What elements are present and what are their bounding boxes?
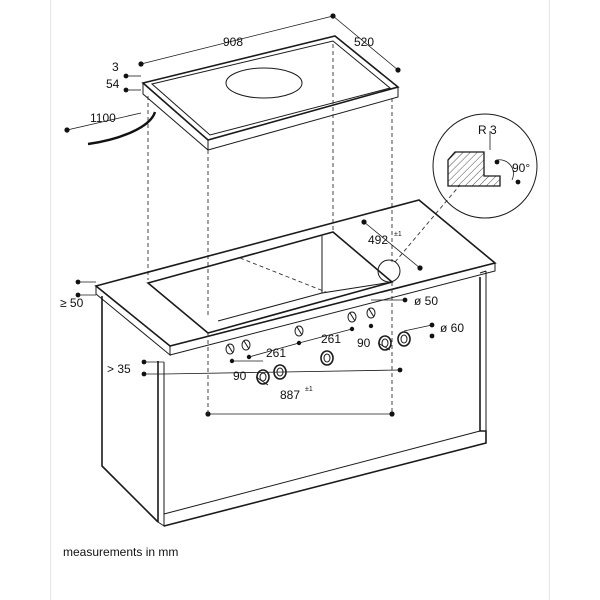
dim-cutout-depth-492: 492 ±1 (361, 219, 423, 283)
knob-dimensions: 261 261 90 90 ø 50 ø 60 (229, 294, 464, 386)
dim-depth-520: 520 (332, 15, 401, 73)
worktop-cutout (146, 231, 394, 334)
label-cutout-width-tolerance: ±1 (305, 386, 313, 393)
page-margin-line-right (549, 0, 550, 600)
label-edge-distance: ≥ 50 (60, 296, 84, 310)
knob-left-small-1 (225, 343, 235, 355)
knob-left-large-2 (273, 364, 287, 380)
label-thickness-edge: 3 (112, 60, 119, 74)
label-knob-offset-left: 90 (233, 369, 247, 383)
knob-right-large-2 (397, 331, 411, 347)
knob-left-small-2 (241, 339, 251, 351)
control-knobs (225, 307, 411, 385)
knob-center-small (294, 325, 304, 337)
label-knob-dia-small: ø 50 (414, 294, 438, 308)
label-cutout-width: 887 (280, 388, 300, 402)
dim-edge-distance: ≥ 50 (60, 279, 96, 310)
knob-right-small-2 (366, 307, 376, 319)
dim-thickness: 3 54 (106, 60, 141, 93)
label-radius: R 3 (478, 123, 497, 137)
detail-marker-circle (377, 259, 401, 283)
dim-front-distance: > 35 (107, 359, 403, 377)
detail-view: R 3 90° (432, 113, 538, 219)
knob-center-large (320, 350, 334, 366)
label-cutout-depth-tolerance: ±1 (394, 231, 402, 238)
dim-cable-1100: 1100 (64, 111, 142, 133)
knob-right-small-1 (347, 311, 357, 323)
label-depth-top: 520 (354, 35, 374, 49)
label-front-distance: > 35 (107, 362, 131, 376)
detail-hatched-section (447, 151, 501, 187)
label-knob-spacing-b: 261 (321, 332, 341, 346)
knob-right-large-1 (378, 335, 392, 351)
measurement-caption: measurements in mm (63, 545, 179, 559)
hob-appliance (87, 35, 400, 152)
label-knob-offset-right: 90 (357, 336, 371, 350)
cabinet (94, 199, 497, 527)
knob-left-large-1 (256, 369, 270, 385)
worktop-top (94, 199, 497, 347)
label-knob-spacing-a: 261 (266, 346, 286, 360)
label-width-top: 908 (223, 35, 243, 49)
dim-cutout-width-887: 887 ±1 (205, 282, 395, 417)
page-margin-line-left (50, 0, 51, 600)
label-knob-dia-large: ø 60 (440, 321, 464, 335)
label-height-hob: 54 (106, 77, 120, 91)
dim-width-908: 908 (138, 13, 336, 67)
label-cutout-depth: 492 (368, 233, 388, 247)
label-cable-length: 1100 (90, 111, 116, 125)
power-cable (87, 111, 157, 146)
label-angle: 90° (512, 161, 530, 175)
projection-lines (147, 44, 461, 318)
hob-cooking-zone (225, 67, 303, 99)
